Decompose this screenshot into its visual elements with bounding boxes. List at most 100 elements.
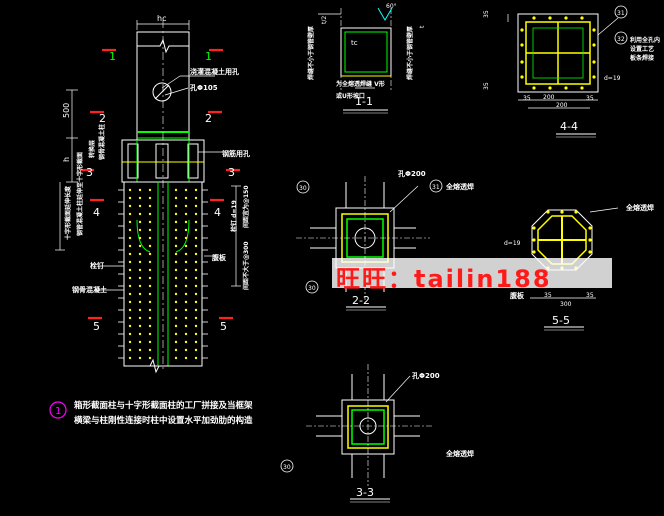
s44-callout-a (614, 5, 628, 19)
stud-dot (138, 260, 142, 264)
stud-dot (588, 238, 592, 242)
dim-hc: hc (157, 14, 166, 23)
stud-dot (128, 252, 132, 256)
stud-dot (174, 332, 178, 336)
stud-dot (138, 236, 142, 240)
s44-note-1: 利用全孔内 (629, 36, 660, 44)
stud-dot (128, 260, 132, 264)
stud-dot (128, 268, 132, 272)
stud-dot (174, 284, 178, 288)
stud-dot (138, 284, 142, 288)
stud-dot (184, 252, 188, 256)
stud-dot (148, 220, 152, 224)
stud-dot (148, 332, 152, 336)
stud-dot (184, 356, 188, 360)
stud-dot (128, 308, 132, 312)
stud-dot (184, 284, 188, 288)
section-1-1 (318, 7, 393, 114)
label-stud-spec: 栓钉 d=19 (230, 200, 238, 232)
section-mark-1-right: 1 (205, 50, 212, 63)
stud-dot (128, 244, 132, 248)
section-mark-3-right: 3 (228, 166, 235, 179)
stud-dot (138, 228, 142, 232)
stud-dot (128, 228, 132, 232)
section-mark-2-left: 2 (99, 112, 106, 125)
stud-dot (128, 300, 132, 304)
stud-dot (138, 276, 142, 280)
stud-dot (174, 356, 178, 360)
stud-dot (174, 228, 178, 232)
s33-callout-a-text: 30 (283, 464, 291, 471)
stud-dot (194, 324, 198, 328)
stud-dot (138, 196, 142, 200)
stud-dot (546, 210, 550, 214)
caption-number: 1 (55, 406, 61, 417)
s44-dim-d: 200 (556, 102, 568, 109)
stud-dot (184, 212, 188, 216)
stud-dot (194, 300, 198, 304)
stud-dot (128, 324, 132, 328)
stud-dot (184, 196, 188, 200)
stud-dot (564, 16, 568, 20)
s22-callout-b (305, 280, 319, 294)
stud-dot (174, 252, 178, 256)
stud-dot (128, 236, 132, 240)
stud-dot (174, 260, 178, 264)
stud-dot (184, 276, 188, 280)
s44-dim-a: 35 (523, 95, 531, 102)
stud-dot (194, 196, 198, 200)
stud-dot (148, 260, 152, 264)
s11-right-note: 焊缝不小于钢管壁厚 (406, 26, 414, 80)
stud-dot (138, 356, 142, 360)
stud-dot (148, 268, 152, 272)
stud-dot (148, 236, 152, 240)
stud-dot (174, 220, 178, 224)
s55-d-label: d=19 (504, 240, 521, 247)
s33-hole: 孔Φ200 (412, 371, 440, 380)
s44-callout-b (614, 31, 628, 45)
label-stud: 栓钉 (90, 261, 104, 270)
stud-dot (532, 86, 536, 90)
s44-dim-c: 35 (586, 95, 594, 102)
s44-note-3: 板条焊接 (630, 54, 654, 62)
stud-dot (194, 220, 198, 224)
stud-dot (148, 348, 152, 352)
stud-dot (148, 292, 152, 296)
stud-dot (592, 28, 596, 32)
stud-dot (194, 340, 198, 344)
s22-callout-c-text: 31 (432, 184, 440, 191)
stud-dot (194, 244, 198, 248)
stud-dot (184, 228, 188, 232)
stud-dot (194, 356, 198, 360)
s22-title: 2-2 (352, 294, 370, 307)
stud-dot (138, 268, 142, 272)
stud-dot (184, 244, 188, 248)
stud-dot (148, 300, 152, 304)
s11-t: t (419, 25, 426, 28)
stud-dot (138, 188, 142, 192)
stud-dot (128, 188, 132, 192)
stud-dot (564, 86, 568, 90)
stud-dot (532, 226, 536, 230)
s55-title: 5-5 (552, 314, 570, 327)
stud-dot (148, 284, 152, 288)
dim-h: h (62, 157, 71, 162)
label-spacing-150: 间距宜为@150 (242, 185, 250, 228)
watermark: 旺旺：tailin188 (332, 258, 612, 293)
stud-dot (174, 196, 178, 200)
stud-dot (174, 276, 178, 280)
section-4-4 (507, 13, 619, 138)
section-mark-1-left: 1 (109, 50, 116, 63)
stud-dot (128, 292, 132, 296)
stud-dot (174, 268, 178, 272)
stud-dot (174, 316, 178, 320)
stud-dot (520, 60, 524, 64)
dim-500: 500 (62, 103, 71, 118)
stud-dot (520, 43, 524, 47)
stud-dot (194, 212, 198, 216)
caption-line-2: 横梁与柱刚性连接时柱中设置水平加劲肋的构造 (73, 415, 253, 426)
s55-dim-a: 35 (544, 292, 552, 299)
stud-dot (138, 332, 142, 336)
s44-dim-e: 35 (483, 10, 490, 18)
stud-dot (138, 324, 142, 328)
